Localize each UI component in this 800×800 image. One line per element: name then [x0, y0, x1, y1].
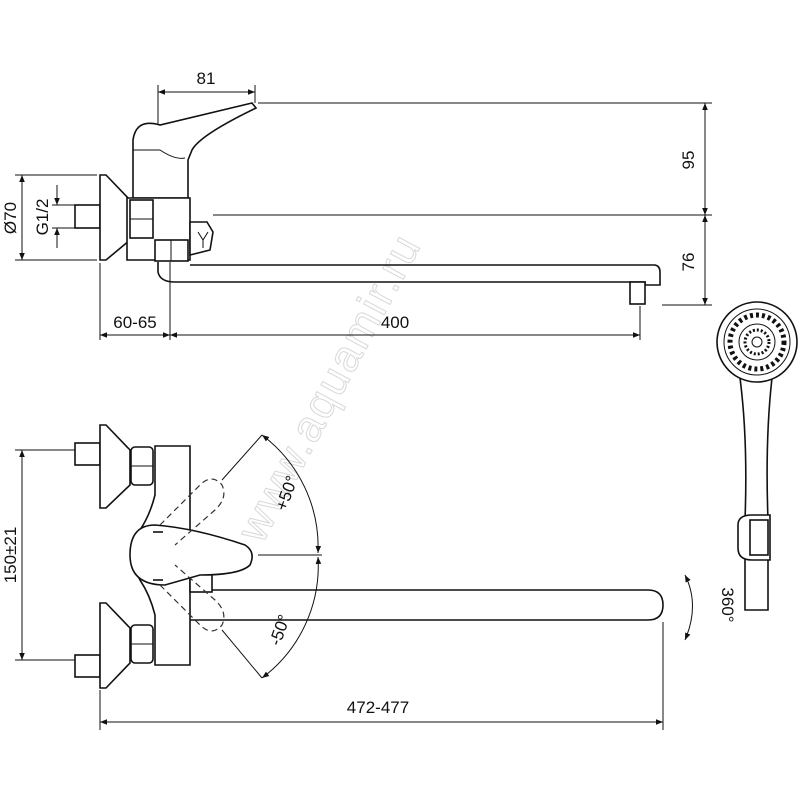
- dim-lever-offset: 81: [197, 69, 216, 88]
- upper-wall-plate: [99, 424, 131, 509]
- angle-down-label: -50°: [266, 612, 295, 648]
- spout: [190, 589, 664, 621]
- dim-spout-height: 76: [679, 253, 698, 272]
- dim-wall-distance: 60-65: [113, 313, 156, 332]
- watermark: www.aquamir.ru: [227, 226, 431, 551]
- dim-total-length: 472-477: [347, 698, 409, 717]
- rotation-label: 360°: [718, 587, 737, 622]
- spout-nozzle: [629, 281, 646, 305]
- dim-plate-diameter: Ø70: [1, 202, 20, 234]
- rotation-arrow-icon: [684, 574, 693, 641]
- lever-handle: [129, 524, 253, 586]
- dim-lever-height: 95: [679, 151, 698, 170]
- hand-shower: [716, 301, 798, 611]
- pipe-stub: [74, 204, 101, 229]
- front-view: +50° -50° 150±21 472-477 360°: [1, 424, 737, 730]
- wall-plate: [99, 174, 131, 261]
- dim-thread: G1/2: [33, 199, 52, 236]
- lower-wall-plate: [99, 602, 131, 689]
- shower-head: [716, 301, 798, 383]
- lever: [132, 102, 258, 199]
- top-view: 81 95 76 Ø70 G1/2 60-65 400: [1, 69, 712, 340]
- dim-inlet-spacing: 150±21: [1, 527, 20, 584]
- dim-spout-length: 400: [381, 313, 409, 332]
